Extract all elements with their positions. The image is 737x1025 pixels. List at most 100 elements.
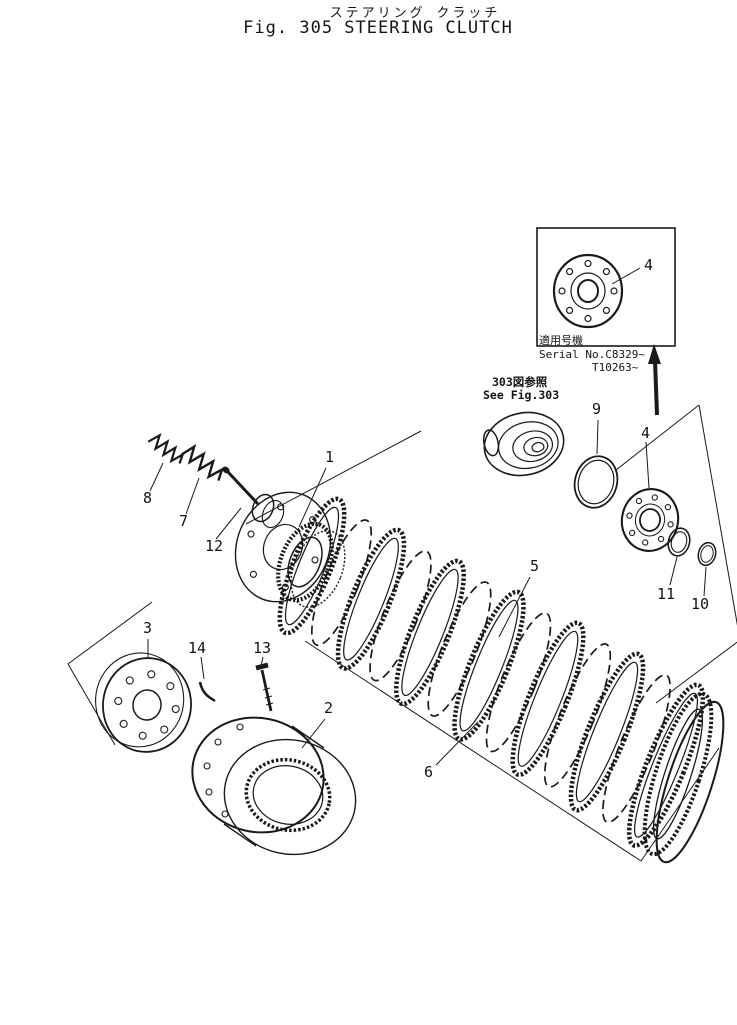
gear-side-edge (223, 823, 257, 847)
ring-gear-part2 (191, 716, 357, 856)
splined-hub-drum (276, 521, 346, 608)
friction-plate-inner (284, 506, 340, 626)
spring-coil (181, 443, 225, 482)
bolt-hole (114, 696, 123, 706)
flange-outer (234, 491, 332, 603)
inset-arrow (648, 344, 661, 416)
bore-inner (252, 765, 324, 825)
disc-part3 (95, 652, 192, 753)
bolt-hole (125, 676, 134, 685)
arrow-shaft (653, 359, 659, 416)
leader-line-5 (498, 576, 531, 638)
friction-plate-teeth (626, 682, 706, 848)
disc-center-hole (577, 279, 599, 303)
seal-ring-part9 (573, 455, 619, 509)
stud-head (222, 466, 230, 474)
bolt-hole (119, 719, 128, 728)
bolt-hole (565, 306, 574, 314)
disc-front-face (102, 657, 192, 753)
part-label-3: 3 (143, 619, 152, 637)
leader-line-12 (215, 507, 242, 540)
converter-stub (482, 429, 500, 457)
friction-plate-inner (343, 537, 399, 661)
part-label-7: 7 (179, 512, 188, 530)
bolt-thread (262, 687, 271, 691)
converter-ring (497, 421, 559, 470)
friction-plate-teeth (568, 651, 646, 813)
converter-ring (512, 430, 554, 463)
bracket-line (655, 641, 737, 704)
disc-hub-ring (570, 272, 606, 310)
page-title-japanese: ステアリング クラッチ (329, 6, 501, 21)
bolt-hole (626, 512, 633, 519)
converter-ring (523, 436, 549, 457)
bolt-hole (602, 268, 611, 276)
part-label-4: 4 (641, 424, 650, 442)
part-label-2: 2 (324, 699, 333, 717)
part-label-14: 14 (188, 639, 206, 657)
bolt-hole (166, 682, 175, 691)
page-title: Fig. 305 STEERING CLUTCH (243, 18, 513, 38)
leader-line-14 (200, 656, 205, 680)
ring-inner (670, 531, 688, 553)
converter-shell (483, 411, 565, 477)
bolt-hole (628, 529, 636, 537)
disc-center-hole (132, 689, 162, 721)
wave-spring-ring (543, 643, 612, 788)
leader-line-1 (298, 467, 327, 528)
bolt-hole (667, 521, 674, 528)
wave-spring-separator (369, 550, 432, 682)
wave-spring-ring (485, 612, 552, 753)
drum-bore (287, 536, 323, 588)
wave-spring-ring (310, 519, 373, 647)
torque-converter-reference-part (482, 411, 565, 477)
clutch-friction-plate (510, 620, 586, 778)
converter-hub (531, 441, 545, 453)
bolt-hole (249, 570, 257, 578)
inset-disc-part4 (552, 253, 624, 329)
disc-outer-rim (620, 488, 680, 552)
ring-inner (577, 459, 615, 505)
leader-line-9 (596, 419, 599, 455)
serial-number-line1: Serial No.C8329~ (539, 348, 645, 361)
bolt-hole (635, 497, 643, 505)
part-label-4-inset: 4 (644, 256, 653, 274)
stud-shaft (226, 470, 260, 506)
friction-plate-inner (517, 630, 579, 767)
friction-plate-inner (575, 661, 639, 803)
bolt-hole (584, 314, 592, 323)
arrow-head (648, 344, 661, 364)
friction-plate-inner (459, 599, 519, 732)
wave-spring-separator (427, 581, 492, 717)
bolt-hole (651, 494, 658, 501)
clutch-friction-plate (452, 589, 526, 742)
friction-plate-teeth (277, 496, 347, 636)
ring-outer (667, 527, 691, 557)
bolt-hole (642, 539, 649, 546)
bolt-hole (147, 670, 156, 679)
leader-line-6 (435, 721, 479, 766)
applicability-label: 適用号機 (539, 333, 583, 347)
leader-line-10 (703, 566, 707, 597)
wave-spring-separator (310, 519, 373, 647)
end-ring-outer-face (655, 700, 725, 864)
collar-face (251, 493, 275, 523)
spline-teeth-back (290, 530, 346, 608)
coil-spring-part8 (147, 433, 185, 464)
disc-back-face (95, 652, 185, 748)
bolt-part13 (255, 662, 274, 712)
bracket-line-3a (67, 601, 153, 665)
spline-teeth (276, 521, 334, 603)
spring-coil (147, 433, 185, 464)
part-label-8: 8 (143, 489, 152, 507)
wave-spring-ring (369, 550, 432, 682)
bolt-hole (602, 306, 611, 314)
end-ring-toothed (642, 691, 714, 857)
bolt-hole (657, 535, 665, 543)
friction-plate-teeth (452, 589, 526, 742)
internal-teeth (244, 757, 332, 833)
bracket-line (698, 404, 737, 626)
disc-hub-ring (634, 503, 666, 537)
